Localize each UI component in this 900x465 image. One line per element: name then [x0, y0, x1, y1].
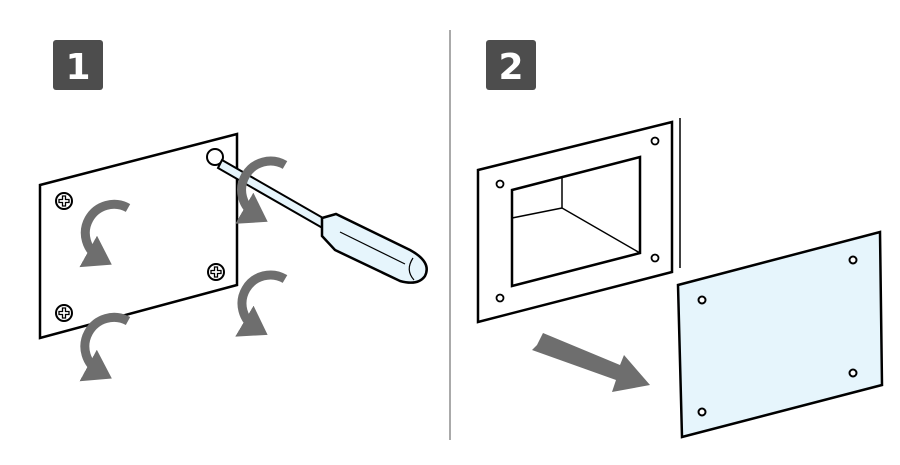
screw-icon [55, 304, 73, 322]
screw-icon [207, 263, 225, 281]
screwdriver-icon [216, 158, 428, 284]
step-2: 2 [476, 40, 884, 439]
rotate-arrow-icon [235, 156, 288, 224]
screw-hole-icon [650, 136, 660, 146]
remove-direction-arrow-icon [532, 333, 650, 392]
screw-hole-icon [697, 407, 707, 417]
screw-icon [55, 192, 73, 210]
cover-plate [38, 132, 239, 340]
screw-icon [206, 148, 224, 166]
screw-hole-icon [848, 368, 858, 378]
rotate-arrow-icon [235, 270, 288, 337]
rotate-arrow-icon [79, 199, 131, 268]
step-2-number: 2 [498, 47, 523, 88]
step-1-badge: 1 [53, 40, 103, 90]
step-2-badge: 2 [486, 40, 536, 90]
screw-hole-icon [495, 293, 505, 303]
step-1-number: 1 [65, 47, 90, 88]
screw-hole-icon [848, 255, 858, 265]
step-1: 1 [38, 40, 428, 382]
screw-hole-icon [697, 295, 707, 305]
glass-plate [676, 230, 884, 439]
screw-hole-icon [650, 253, 660, 263]
rotate-arrow-icon [79, 312, 131, 382]
mounting-frame [476, 118, 681, 324]
screw-hole-icon [495, 179, 505, 189]
